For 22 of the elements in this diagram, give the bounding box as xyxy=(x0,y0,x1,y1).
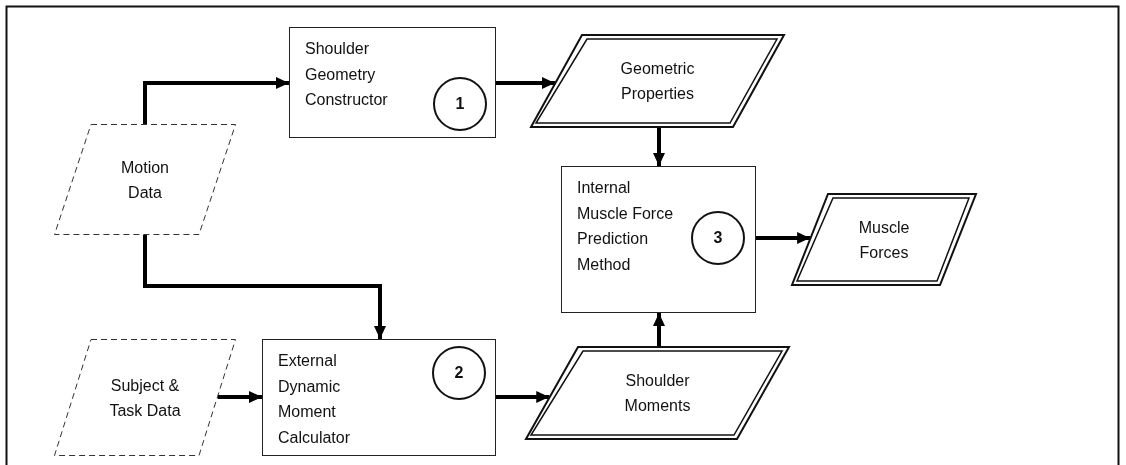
arrow xyxy=(653,128,665,166)
arrow xyxy=(143,77,289,124)
step-number: 3 xyxy=(691,211,745,265)
process-label: Shoulder Geometry Constructor xyxy=(305,39,389,110)
step-number: 1 xyxy=(433,77,487,131)
step-number: 2 xyxy=(432,346,486,400)
arrow xyxy=(496,77,555,89)
arrow xyxy=(217,391,262,403)
process-box xyxy=(561,166,756,313)
process-label: External Dynamic Moment Calculator xyxy=(278,351,352,448)
arrow xyxy=(496,391,550,403)
arrow xyxy=(143,235,386,339)
process-label: Internal Muscle Force Prediction Method xyxy=(577,178,675,275)
process-box xyxy=(289,27,496,138)
data-label: Shoulder Moments xyxy=(623,371,692,416)
data-label: Motion Data xyxy=(120,157,170,203)
data-label: Muscle Forces xyxy=(857,217,911,263)
data-label: Subject & Task Data xyxy=(108,375,182,421)
data-label: Geometric Properties xyxy=(619,59,696,104)
arrow xyxy=(653,313,665,346)
arrow xyxy=(756,232,811,244)
process-box xyxy=(262,339,496,456)
